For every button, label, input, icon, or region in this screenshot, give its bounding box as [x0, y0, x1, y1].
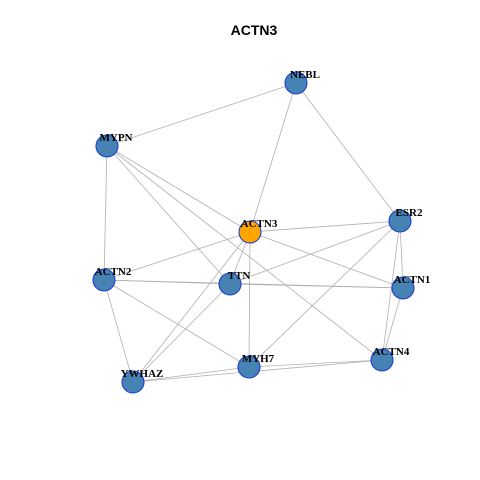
node-label-nebl: NEBL	[290, 69, 320, 81]
edge-myh7-ywhaz	[132, 366, 250, 383]
edge-actn2-ywhaz	[103, 279, 134, 383]
edge-mypn-actn3	[106, 145, 251, 233]
edge-actn3-myh7	[248, 231, 251, 368]
node-actn1	[391, 276, 415, 300]
edge-actn1-actn4	[381, 287, 404, 361]
node-actn2	[92, 268, 116, 292]
nodes-layer	[92, 71, 415, 394]
edge-actn3-actn2	[103, 231, 251, 281]
node-label-myh7: MYH7	[242, 353, 275, 365]
node-label-actn3: ACTN3	[241, 218, 278, 230]
node-label-esr2: ESR2	[396, 207, 423, 219]
edges-layer	[103, 82, 404, 383]
edge-mypn-actn2	[103, 145, 108, 281]
edge-mypn-actn4	[106, 145, 383, 361]
node-ttn	[218, 272, 242, 296]
edge-actn3-actn1	[249, 231, 404, 289]
edge-mypn-ttn	[106, 145, 231, 285]
edge-nebl-mypn	[106, 82, 297, 147]
node-esr2	[388, 209, 412, 233]
node-actn3	[238, 220, 262, 244]
node-label-ywhaz: YWHAZ	[121, 368, 164, 380]
edge-esr2-ttn	[229, 220, 401, 285]
node-actn4	[370, 348, 394, 372]
edge-actn2-myh7	[103, 279, 250, 368]
node-label-mypn: MYPN	[100, 132, 133, 144]
edge-actn3-ywhaz	[132, 231, 251, 383]
node-myh7	[237, 355, 261, 379]
node-nebl	[284, 71, 308, 95]
edge-nebl-actn3	[249, 82, 297, 233]
edge-actn3-esr2	[249, 220, 401, 233]
node-label-actn1: ACTN1	[394, 274, 431, 286]
edge-esr2-myh7	[248, 220, 401, 368]
node-label-actn4: ACTN4	[373, 346, 410, 358]
edge-myh7-actn4	[248, 359, 383, 368]
edge-esr2-actn4	[381, 220, 401, 361]
node-mypn	[95, 134, 119, 158]
edge-ttn-ywhaz	[132, 283, 231, 383]
graph-title: ACTN3	[231, 22, 278, 38]
node-label-ttn: TTN	[228, 270, 251, 282]
node-ywhaz	[121, 370, 145, 394]
edge-nebl-esr2	[295, 82, 401, 222]
node-label-actn2: ACTN2	[95, 266, 132, 278]
edge-ttn-actn1	[229, 283, 404, 289]
